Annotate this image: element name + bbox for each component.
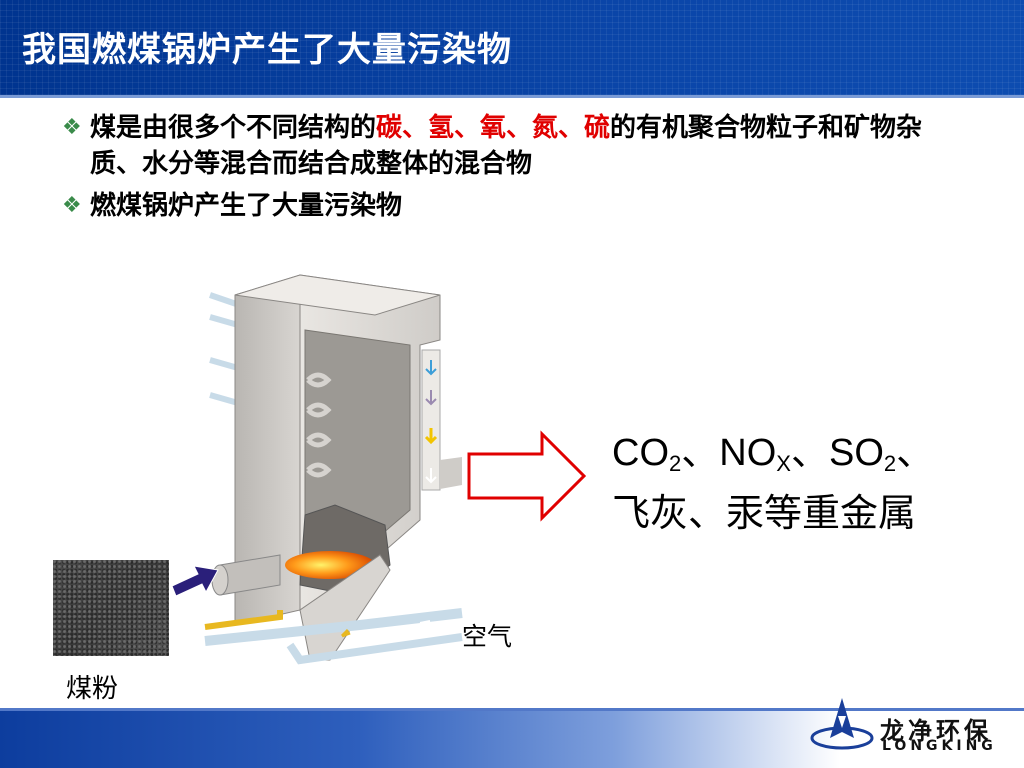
bullet-list: ❖ 煤是由很多个不同结构的碳、氢、氧、氮、硫的有机聚合物粒子和矿物杂质、水分等混… <box>62 110 962 230</box>
footer-bar <box>0 708 1024 768</box>
bullet-item-coal-composition: ❖ 煤是由很多个不同结构的碳、氢、氧、氮、硫的有机聚合物粒子和矿物杂质、水分等混… <box>62 110 962 182</box>
coal-powder-label: 煤粉 <box>66 674 119 704</box>
title-divider <box>0 95 1024 98</box>
coal-powder-photo <box>53 560 169 656</box>
air-label: 空气 <box>462 622 513 651</box>
longking-logo-icon <box>810 698 874 750</box>
bullet-text-prefix: 煤是由很多个不同结构的 <box>90 113 377 143</box>
pollutant-line-gases: CO2、NOX、SO2、 <box>612 432 935 476</box>
diamond-bullet-icon: ❖ <box>62 115 82 140</box>
right-arrow-icon <box>171 565 219 597</box>
bullet-item-pollution: ❖ 燃煤锅炉产生了大量污染物 <box>62 188 962 224</box>
logo-english-name: LONGKING <box>882 738 997 754</box>
diamond-bullet-icon: ❖ <box>62 193 82 218</box>
boiler-illustration <box>204 274 463 665</box>
bullet-text: 燃煤锅炉产生了大量污染物 <box>90 191 403 221</box>
title-bar: 我国燃煤锅炉产生了大量污染物 <box>0 0 1024 95</box>
pollutant-list: CO2、NOX、SO2、 飞灰、汞等重金属 <box>612 428 934 539</box>
bullet-text-elements: 碳、氢、氧、氮、硫 <box>376 113 611 143</box>
footer-divider <box>0 708 1024 711</box>
pollutant-line-ash-metals: 飞灰、汞等重金属 <box>612 493 917 535</box>
slide-title: 我国燃煤锅炉产生了大量污染物 <box>22 30 512 70</box>
bullet-text-suffix: 的有机聚合物粒子和矿物杂质、水分等混合而结合成整体的混合物 <box>90 113 923 179</box>
logo-chinese-name: 龙净环保 <box>880 716 992 745</box>
right-arrow-outline-icon <box>467 430 587 522</box>
